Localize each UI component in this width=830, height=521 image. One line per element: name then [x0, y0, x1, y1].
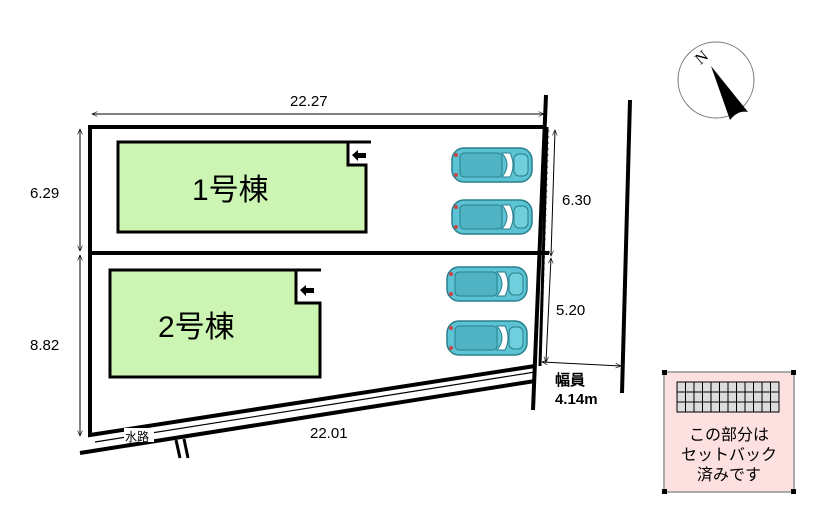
dim-bottom: 22.01 [310, 425, 348, 442]
parking-car [451, 147, 533, 183]
dim-top: 22.27 [290, 93, 328, 110]
dim-right-upper: 6.30 [562, 192, 591, 209]
setback-legend: この部分は セットバック 済みです [662, 370, 796, 494]
entrance-arrow-icon [352, 150, 366, 161]
building-1-label: 1号棟 [192, 174, 269, 207]
building-1[interactable]: 1号棟 [116, 140, 371, 234]
north-arrow-icon [711, 66, 748, 120]
building-2-label: 2号棟 [158, 311, 235, 344]
setback-hatch [676, 381, 780, 413]
parking-car [451, 199, 533, 235]
waterway: 水路 [79, 371, 536, 459]
lot-outline [88, 125, 549, 438]
road-width: 4.14m [555, 391, 598, 408]
legend-line-3: 済みです [697, 466, 761, 484]
road-label: 幅員 [555, 371, 585, 389]
north-compass: N [677, 41, 755, 120]
waterway-label: 水路 [125, 429, 149, 444]
building-2[interactable]: 2号棟 [108, 268, 322, 379]
dim-left-lower: 8.82 [30, 337, 59, 354]
legend-line-2: セットバック [681, 446, 777, 464]
parking-car [446, 266, 528, 302]
parking-car [446, 320, 528, 356]
dim-left-upper: 6.29 [30, 185, 59, 202]
legend-line-1: この部分は [689, 426, 769, 444]
entrance-arrow-icon [300, 285, 314, 296]
dim-right-lower: 5.20 [556, 302, 585, 319]
